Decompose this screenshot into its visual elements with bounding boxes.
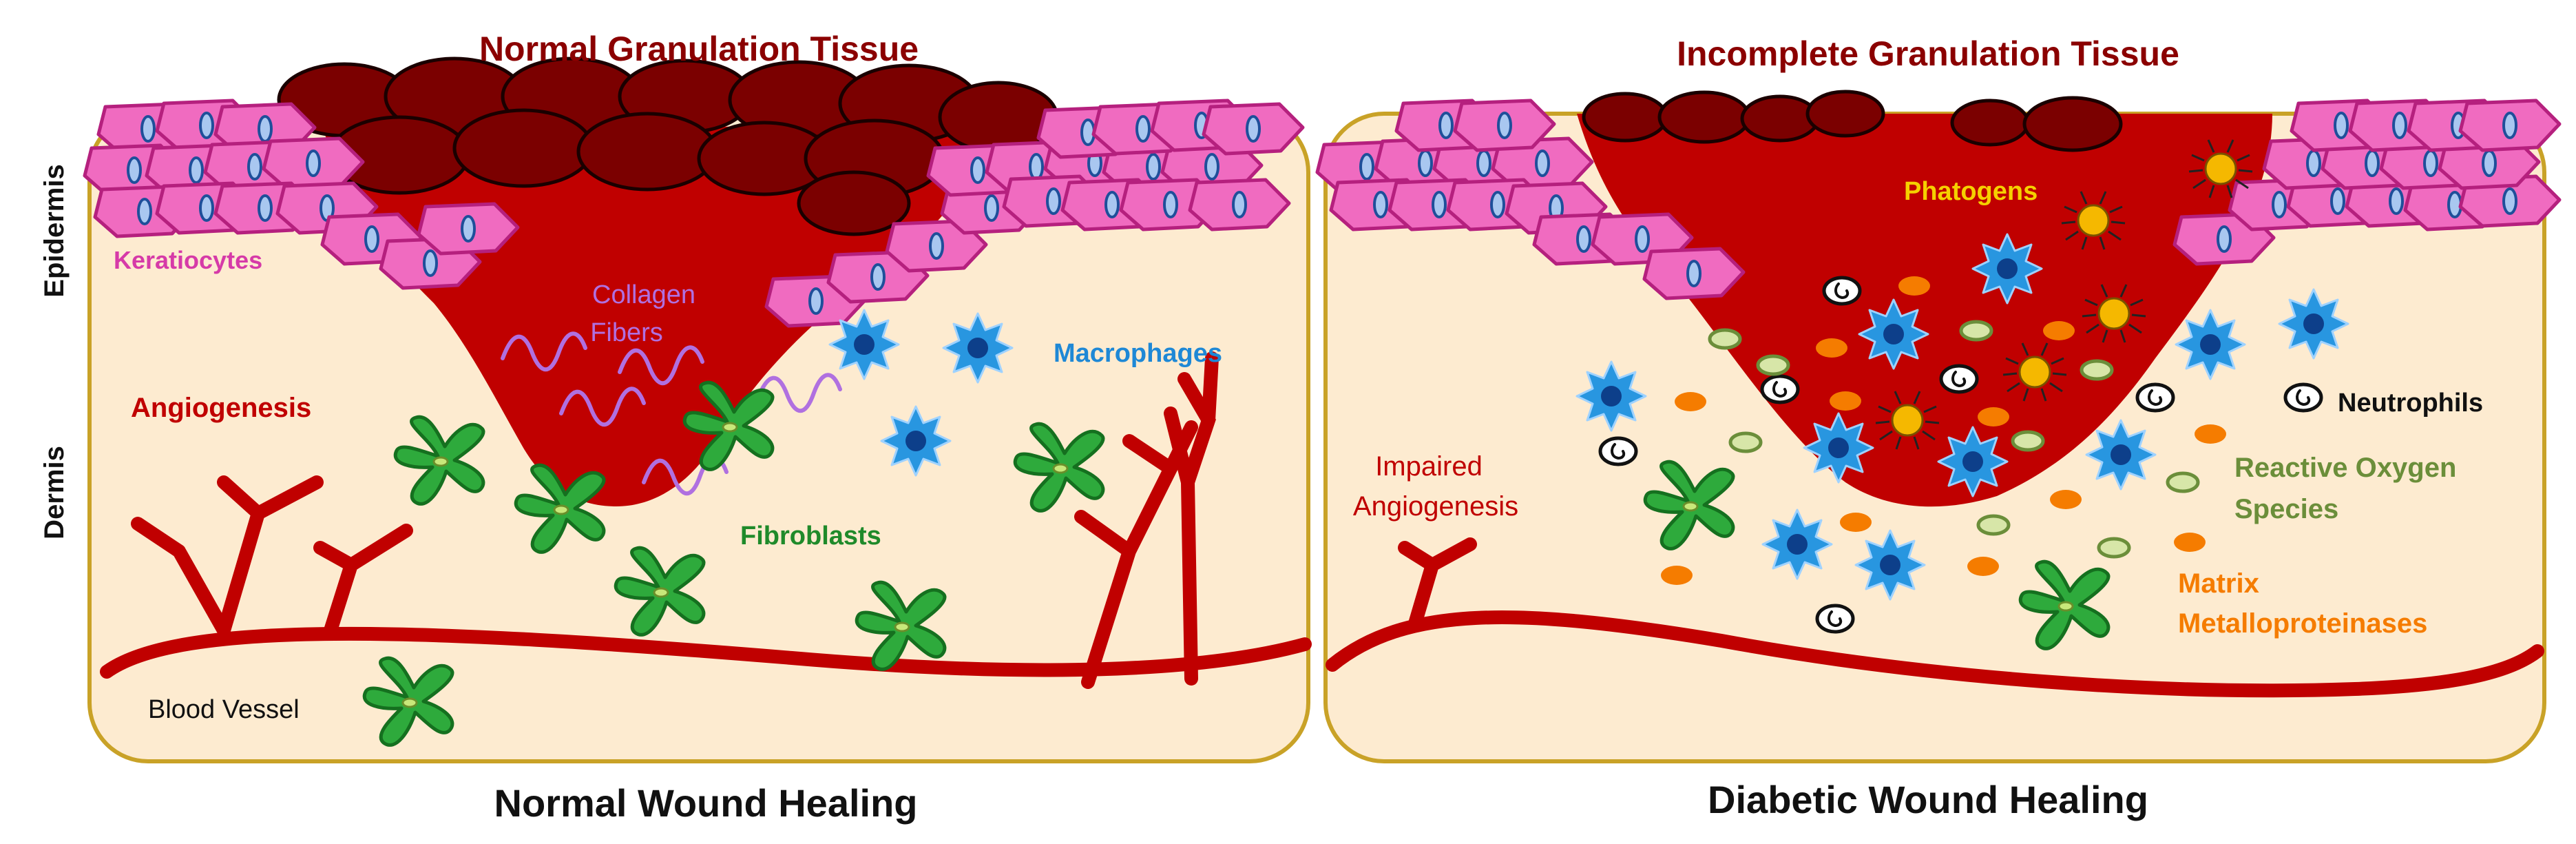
impaired-angiogenesis-line1: Impaired bbox=[1375, 451, 1483, 482]
blood-vessel-right bbox=[1326, 537, 2544, 698]
ros-label-line1: Reactive Oxygen bbox=[2234, 453, 2456, 483]
ros-label-line2: Species bbox=[2234, 494, 2338, 524]
scab-left bbox=[277, 56, 1059, 236]
collagen-label-line1: Collagen bbox=[592, 280, 695, 309]
left-caption: Normal Wound Healing bbox=[494, 781, 918, 825]
macrophages-label: Macrophages bbox=[1054, 339, 1222, 368]
keratiocytes-label: Keratiocytes bbox=[114, 246, 262, 274]
impaired-angiogenesis-line2: Angiogenesis bbox=[1353, 491, 1518, 522]
scab-right bbox=[1582, 90, 2123, 152]
angiogenesis-label: Angiogenesis bbox=[131, 393, 311, 423]
blood-vessels-left bbox=[100, 351, 1312, 689]
fibroblasts-label: Fibroblasts bbox=[740, 522, 881, 550]
mmp-label-line2: Metalloproteinases bbox=[2178, 608, 2427, 639]
right-heading: Incomplete Granulation Tissue bbox=[1677, 34, 2179, 73]
diabetic-healing-panel: Incomplete Granulation Tissue Phatogens … bbox=[1317, 34, 2559, 821]
dermis-axis-label: Dermis bbox=[39, 446, 70, 539]
blood-vessel-label: Blood Vessel bbox=[148, 695, 300, 724]
right-caption: Diabetic Wound Healing bbox=[1708, 778, 2148, 821]
mmp-label-line1: Matrix bbox=[2178, 568, 2259, 599]
collagen-label-line2: Fibers bbox=[590, 318, 663, 347]
phatogens-label: Phatogens bbox=[1904, 177, 2038, 206]
neutrophils-label: Neutrophils bbox=[2338, 389, 2483, 418]
normal-healing-panel: Normal Granulation Tissue Keratiocytes C… bbox=[85, 30, 1312, 825]
left-heading: Normal Granulation Tissue bbox=[479, 30, 919, 68]
epidermis-axis-label: Epidermis bbox=[39, 164, 70, 297]
